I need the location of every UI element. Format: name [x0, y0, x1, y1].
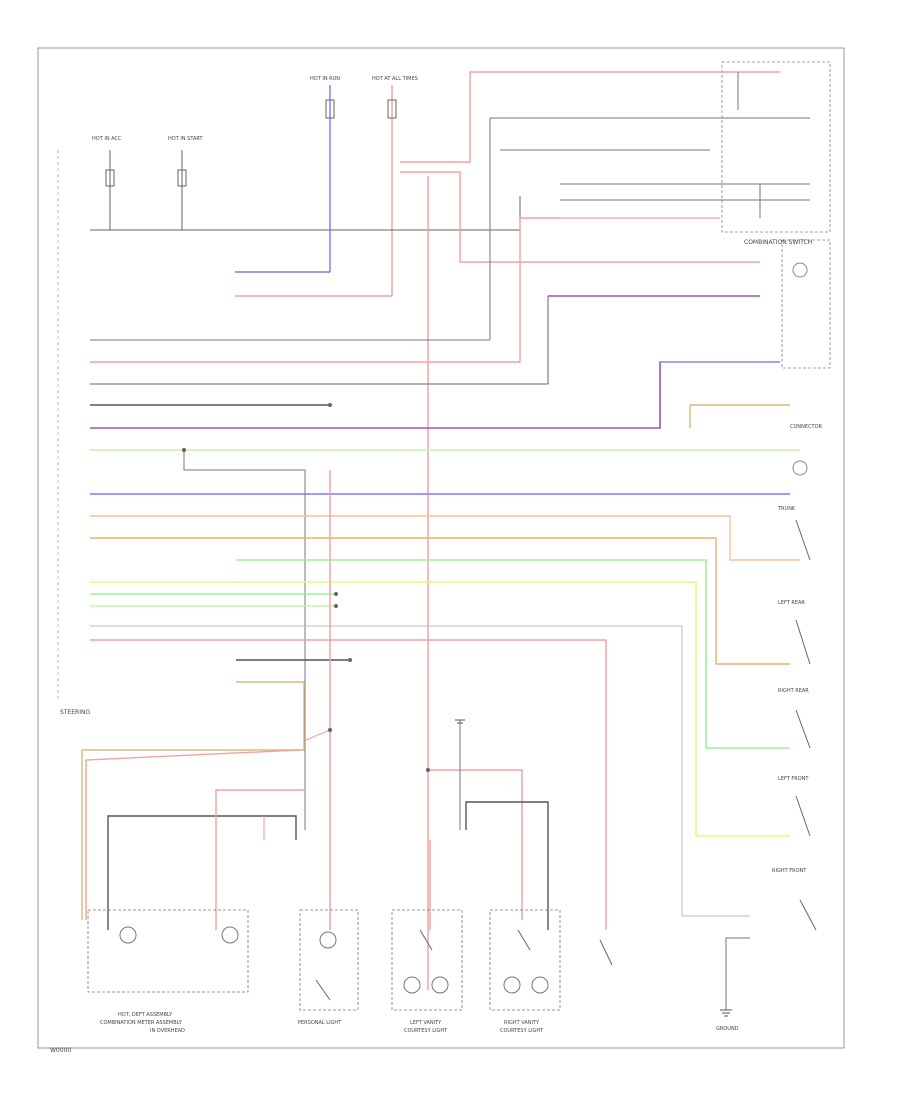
row-grey-d	[90, 625, 750, 917]
fuse-a-label: HOT AT ALL TIMES	[372, 76, 418, 82]
row-red-c	[85, 749, 301, 920]
wire-red-dome	[305, 729, 331, 741]
trunk-label: TRUNK	[777, 506, 796, 512]
left-rear-label: LEFT REAR	[778, 600, 805, 606]
wire-grey-trunk	[725, 937, 750, 1010]
dome-lamp-box	[87, 909, 249, 993]
fuse-2	[177, 169, 187, 187]
connector-label: CONNECTOR	[790, 424, 823, 430]
row-purple-a	[90, 361, 780, 429]
page-id-label: W0000	[50, 1047, 71, 1054]
lamp-icon	[431, 976, 449, 994]
lamp-icon	[531, 976, 549, 994]
ground-label: GROUND	[716, 1026, 739, 1032]
fuse-d-label: HOT IN START	[168, 136, 204, 142]
row-tan-b	[81, 681, 305, 920]
wire-red-branch-a	[400, 171, 760, 263]
door-switch-group	[315, 519, 817, 1001]
wire-grey-1	[489, 117, 810, 340]
footer-r2-top: RIGHT VANITY	[504, 1020, 540, 1026]
footer-r1-bot: COURTESY LIGHT	[404, 1028, 448, 1034]
footer-left-bot: IN OVERHEAD	[150, 1028, 185, 1034]
personal-light-box	[299, 909, 359, 1011]
row-yellow-a	[90, 581, 790, 837]
wire-dark-ground-l	[107, 815, 297, 930]
indicator-icon	[792, 460, 808, 476]
fuse-c-label: HOT IN ACC	[92, 136, 122, 142]
fuse-1	[105, 169, 115, 187]
ground-icon	[455, 719, 732, 1017]
right-rear-label: RIGHT REAR	[778, 688, 809, 694]
row-red-b	[90, 639, 607, 930]
row-red-a	[90, 217, 560, 363]
wire-red-lamp-l	[215, 789, 306, 930]
indicator-icon	[792, 262, 808, 278]
lamp-icon	[403, 976, 421, 994]
lamp-icon	[319, 931, 337, 949]
right-vanity-box	[489, 909, 561, 1011]
lamp-icon	[119, 926, 137, 944]
footer-center: PERSONAL LIGHT	[298, 1020, 342, 1026]
steering-label: STEERING	[60, 709, 90, 716]
footer-left-top: HOT, DEFT ASSEMBLY	[118, 1012, 173, 1018]
right-front-label: RIGHT FRONT	[772, 868, 807, 874]
combination-switch-box	[721, 61, 831, 233]
connector-marks	[182, 403, 430, 772]
fuse-b-label: HOT IN RUN	[310, 76, 340, 82]
footer-left-mid: COMBINATION METER ASSEMBLY	[100, 1020, 183, 1026]
fuse-3	[325, 99, 335, 119]
lamp-icon	[221, 926, 239, 944]
diagram-frame	[37, 47, 845, 1049]
row-grey-c	[183, 450, 306, 830]
left-front-label: LEFT FRONT	[778, 776, 809, 782]
lamp-icon	[503, 976, 521, 994]
row-orange-b	[90, 537, 790, 665]
row-green-a	[236, 559, 790, 749]
wire-red-top	[400, 71, 780, 163]
fuse-4	[387, 99, 397, 119]
right-connector-box	[781, 239, 831, 369]
footer-r1-top: LEFT VANITY	[410, 1020, 442, 1026]
left-vanity-box	[391, 909, 463, 1011]
combination-switch-label: COMBINATION SWITCH	[744, 239, 812, 246]
row-orange-a	[90, 515, 800, 561]
wire-dark-vanity	[465, 801, 549, 930]
footer-r2-bot: COURTESY LIGHT	[500, 1028, 544, 1034]
wire-red-vanity	[428, 769, 523, 920]
row-tan-connector	[689, 404, 790, 428]
